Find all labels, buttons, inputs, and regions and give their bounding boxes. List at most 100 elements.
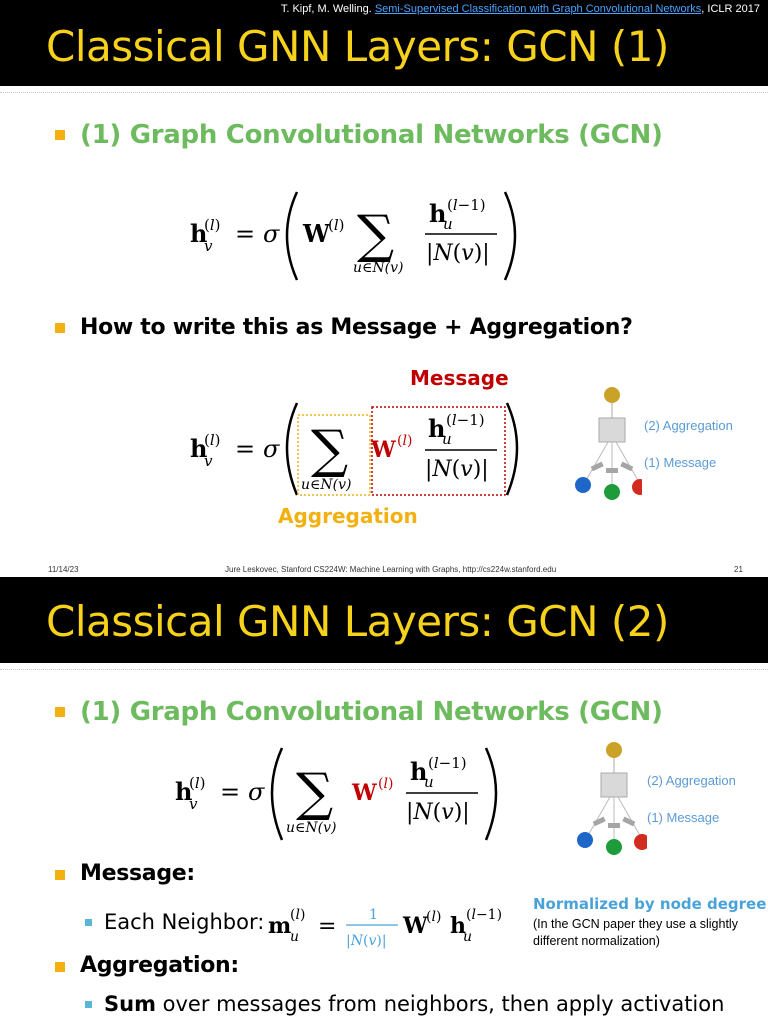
svg-text:(l−1): (l−1) bbox=[447, 196, 486, 214]
svg-text:h: h bbox=[428, 414, 445, 443]
svg-text:u: u bbox=[290, 929, 299, 945]
sum-bold-word: Sum bbox=[104, 992, 156, 1016]
svg-text:(l): (l) bbox=[397, 433, 412, 449]
svg-text:h: h bbox=[450, 913, 466, 939]
svg-text:u∈N(v): u∈N(v) bbox=[353, 260, 403, 276]
divider bbox=[0, 669, 768, 670]
svg-text:h: h bbox=[190, 219, 207, 248]
svg-text:(l): (l) bbox=[204, 431, 221, 449]
svg-text:∑: ∑ bbox=[296, 763, 333, 823]
svg-text:u∈N(v): u∈N(v) bbox=[286, 820, 336, 836]
svg-text:(l): (l) bbox=[290, 907, 305, 923]
svg-text:=: = bbox=[235, 435, 255, 463]
diagram-aggregation-label: (2) Aggregation bbox=[644, 418, 733, 433]
aggregation-box-icon bbox=[598, 417, 626, 443]
title-bar: Classical GNN Layers: GCN (2) bbox=[0, 577, 768, 663]
citation-venue: , ICLR 2017 bbox=[701, 3, 760, 15]
svg-text:u: u bbox=[463, 929, 472, 945]
svg-text:=: = bbox=[235, 220, 255, 248]
svg-text:|N(v)|: |N(v)| bbox=[346, 933, 387, 949]
divider bbox=[0, 92, 768, 93]
sub-bullet-marker bbox=[85, 1001, 92, 1008]
svg-text:v: v bbox=[204, 452, 213, 470]
svg-text:u: u bbox=[424, 773, 434, 791]
svg-text:h: h bbox=[190, 434, 207, 463]
bullet-marker bbox=[55, 707, 65, 717]
gcn-equation: h v (l) = σ W (l) ∑ u∈N(v) h u (l−1) |N(… bbox=[185, 180, 525, 290]
message-aggregation-diagram: (2) Aggregation (1) Message bbox=[570, 378, 760, 503]
svg-text:σ: σ bbox=[263, 220, 280, 248]
neighbor-node-green-icon bbox=[606, 839, 622, 855]
aggregation-box-icon bbox=[600, 772, 628, 798]
svg-text:|N(v)|: |N(v)| bbox=[425, 457, 489, 482]
gcn-equation-decomposed: h v (l) = σ ∑ u∈N(v) W (l) h u (l−1) |N(… bbox=[170, 740, 510, 850]
svg-text:(l): (l) bbox=[426, 909, 441, 925]
svg-text:(l): (l) bbox=[328, 216, 345, 234]
svg-text:(l): (l) bbox=[189, 774, 206, 792]
svg-text:u∈N(v): u∈N(v) bbox=[301, 477, 351, 493]
svg-text:h: h bbox=[175, 777, 192, 806]
each-neighbor-label: Each Neighbor: bbox=[104, 910, 265, 934]
bullet-gcn-heading: (1) Graph Convolutional Networks (GCN) bbox=[80, 120, 663, 150]
neighbor-node-red-icon bbox=[634, 834, 647, 850]
message-label: Message bbox=[410, 366, 509, 390]
citation-authors: T. Kipf, M. Welling. bbox=[280, 3, 372, 15]
svg-text:u: u bbox=[442, 430, 452, 448]
svg-text:|N(v)|: |N(v)| bbox=[406, 800, 470, 825]
svg-text:(l−1): (l−1) bbox=[466, 907, 502, 923]
svg-text:|N(v)|: |N(v)| bbox=[426, 241, 490, 266]
aggregation-label: Aggregation bbox=[278, 504, 418, 528]
svg-text:(l): (l) bbox=[378, 776, 393, 792]
slide-gcn-1: T. Kipf, M. Welling. Semi-Supervised Cla… bbox=[0, 0, 768, 574]
message-heading: Message: bbox=[80, 861, 195, 886]
neighbor-node-red-icon bbox=[632, 479, 642, 495]
svg-text:∑: ∑ bbox=[357, 205, 394, 265]
svg-text:σ: σ bbox=[263, 435, 280, 463]
svg-text:u: u bbox=[443, 215, 453, 233]
svg-text:W: W bbox=[302, 219, 331, 248]
svg-text:W: W bbox=[370, 437, 396, 463]
svg-text:1: 1 bbox=[369, 907, 378, 923]
svg-text:=: = bbox=[220, 778, 240, 806]
diagram-message-label: (1) Message bbox=[644, 455, 717, 470]
bullet-marker bbox=[55, 130, 65, 140]
bullet-message-aggregation-question: How to write this as Message + Aggregati… bbox=[80, 315, 633, 340]
footer-date: 11/14/23 bbox=[48, 565, 79, 574]
citation-paper-link[interactable]: Semi-Supervised Classification with Grap… bbox=[374, 3, 702, 15]
bullet-marker bbox=[55, 962, 65, 972]
gcn-equation-decomposed: h v (l) = σ ∑ u∈N(v) W (l) h u (l−1) |N(… bbox=[185, 395, 525, 505]
svg-text:W: W bbox=[402, 913, 428, 939]
svg-text:∑: ∑ bbox=[311, 420, 348, 480]
svg-text:h: h bbox=[429, 199, 446, 228]
svg-text:(l−1): (l−1) bbox=[446, 411, 485, 429]
sub-bullet-marker bbox=[85, 919, 92, 926]
slide-title: Classical GNN Layers: GCN (1) bbox=[46, 22, 669, 71]
slide-title: Classical GNN Layers: GCN (2) bbox=[46, 597, 669, 646]
footer-course: Jure Leskovec, Stanford CS224W: Machine … bbox=[225, 565, 557, 574]
svg-text:m: m bbox=[268, 913, 291, 939]
svg-text:W: W bbox=[351, 780, 377, 806]
svg-text:v: v bbox=[204, 237, 213, 255]
target-node-icon bbox=[604, 387, 620, 403]
neighbor-node-blue-icon bbox=[577, 832, 593, 848]
sum-rest-text: over messages from neighbors, then apply… bbox=[155, 992, 725, 1016]
svg-text:v: v bbox=[189, 795, 198, 813]
sum-description: Sum over messages from neighbors, then a… bbox=[104, 992, 724, 1016]
diagram-aggregation-label: (2) Aggregation bbox=[647, 773, 736, 788]
svg-text:(l): (l) bbox=[204, 216, 221, 234]
title-bar: T. Kipf, M. Welling. Semi-Supervised Cla… bbox=[0, 0, 768, 86]
message-aggregation-diagram: (2) Aggregation (1) Message bbox=[575, 737, 765, 862]
footer-page-number: 21 bbox=[734, 565, 743, 574]
aggregation-heading: Aggregation: bbox=[80, 953, 239, 978]
target-node-icon bbox=[606, 742, 622, 758]
normalization-note-title: Normalized by node degree bbox=[533, 895, 767, 913]
normalization-note-body: (In the GCN paper they use a slightly di… bbox=[533, 917, 738, 948]
slide-gcn-2: Classical GNN Layers: GCN (2) (1) Graph … bbox=[0, 577, 768, 1024]
bullet-gcn-heading: (1) Graph Convolutional Networks (GCN) bbox=[80, 697, 663, 727]
neighbor-node-green-icon bbox=[604, 484, 620, 500]
svg-text:σ: σ bbox=[248, 778, 265, 806]
citation: T. Kipf, M. Welling. Semi-Supervised Cla… bbox=[281, 3, 760, 15]
neighbor-node-blue-icon bbox=[575, 477, 591, 493]
bullet-marker bbox=[55, 323, 65, 333]
svg-text:=: = bbox=[318, 914, 336, 939]
